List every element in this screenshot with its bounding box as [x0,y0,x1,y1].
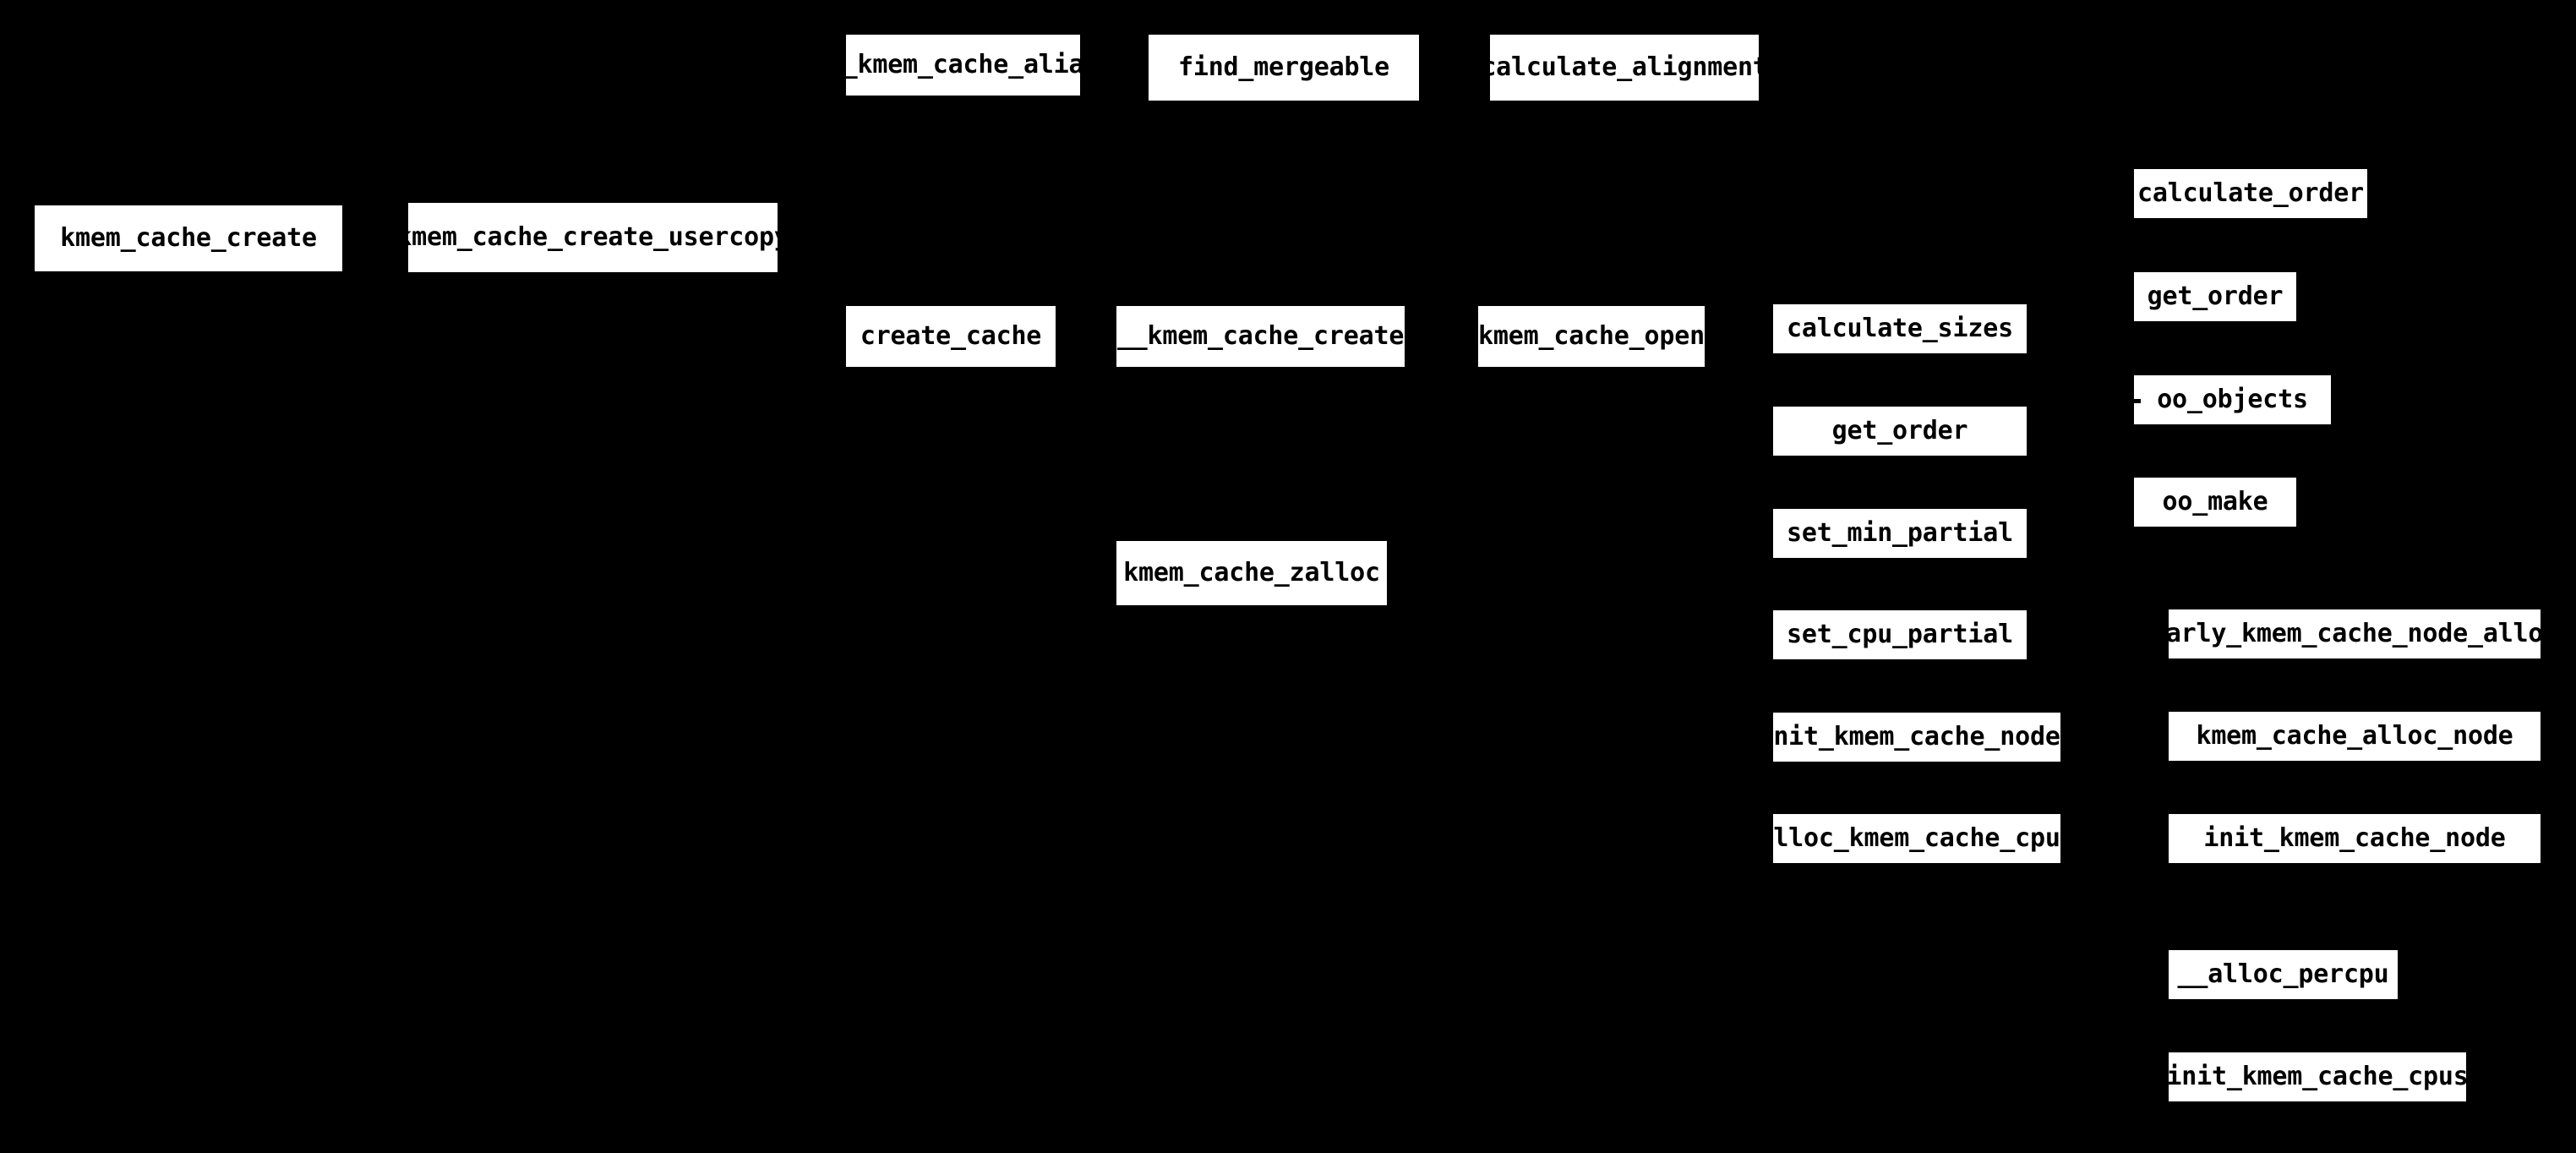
graph-edge [2060,735,2169,738]
graph-node-label: __kmem_cache_alias [827,50,1100,79]
graph-node-get_order_a[interactable]: get_order [1773,407,2027,456]
graph-node-label: init_kmem_cache_cpus [2166,1062,2469,1091]
graph-node-label: kmem_cache_zalloc [1123,558,1380,587]
graph-node-label: get_order [1831,416,1968,445]
graph-node-label: get_order [2147,281,2284,311]
graph-node-label: create_cache [860,321,1042,351]
graph-node-find_mergeable[interactable]: find_mergeable [1149,35,1419,101]
graph-node-alloc_percpu[interactable]: __alloc_percpu [2169,950,2398,999]
graph-edge [2060,838,2169,975]
graph-node-init_kmem_cache_cpus[interactable]: init_kmem_cache_cpus [2166,1052,2469,1101]
graph-node-kmem_cache_create[interactable]: __kmem_cache_create [1116,306,1405,367]
graph-node-label: init_kmem_cache_node [2203,823,2506,853]
graph-node-set_min_partial[interactable]: set_min_partial [1773,509,2027,558]
graph-node-calculate_order[interactable]: calculate_order [2134,169,2367,218]
graph-edge [1116,336,1405,574]
graph-node-kmem_cache_create[interactable]: kmem_cache_create [35,205,342,271]
graph-node-label: oo_objects [2157,385,2308,414]
graph-edge [2060,633,2169,738]
graph-node-init_kmem_cache_nodes[interactable]: init_kmem_cache_nodes [1758,713,2076,762]
graph-node-label: kmem_cache_alloc_node [2196,721,2513,751]
graph-node-kmem_cache_zalloc[interactable]: kmem_cache_zalloc [1116,541,1387,605]
graph-edge [2060,838,2169,1078]
graph-edge [1704,336,1774,636]
graph-edge [2060,736,2169,839]
graph-edge [1704,336,1774,738]
graph-node-get_order_b[interactable]: get_order [2134,272,2296,321]
graph-edge [2026,193,2135,330]
graph-node-init_kmem_cache_node[interactable]: init_kmem_cache_node [2169,814,2541,863]
graph-node-label: find_mergeable [1177,52,1390,82]
graph-node-early_kmem_cache_node_alloc[interactable]: early_kmem_cache_node_alloc [2151,609,2558,658]
graph-node-label: __kmem_cache_create [1116,321,1405,351]
graph-node-kmem_cache_create_usercopy[interactable]: kmem_cache_create_usercopy [396,203,789,272]
graph-node-label: kmem_cache_create_usercopy [396,222,789,252]
graph-edge [1704,336,1774,534]
graph-node-label: set_cpu_partial [1787,620,2013,649]
graph-edge [777,237,847,337]
graph-node-label: calculate_order [2137,178,2364,208]
graph-node-oo_make[interactable]: oo_make [2134,478,2296,527]
graph-node-label: calculate_sizes [1787,314,2013,343]
graph-node-label: init_kmem_cache_nodes [1758,722,2076,751]
graph-node-kmem_cache_open[interactable]: kmem_cache_open [1478,306,1705,367]
graph-node-kmem_cache_alloc_node[interactable]: kmem_cache_alloc_node [2169,712,2541,761]
graph-node-kmem_cache_alias[interactable]: __kmem_cache_alias [827,35,1099,96]
graph-node-calculate_alignment[interactable]: calculate_alignment [1481,35,1768,101]
graph-node-calculate_sizes[interactable]: calculate_sizes [1773,304,2027,353]
graph-node-set_cpu_partial[interactable]: set_cpu_partial [1773,610,2027,659]
graph-node-label: alloc_kmem_cache_cpus [1758,823,2076,853]
graph-node-label: set_min_partial [1787,518,2013,548]
edge-arrow-tick [2129,399,2141,403]
graph-edge [1704,336,1774,839]
graph-node-label: kmem_cache_create [60,223,317,253]
graph-node-alloc_kmem_cache_cpus[interactable]: alloc_kmem_cache_cpus [1758,814,2076,863]
graph-node-label: calculate_alignment [1481,52,1768,82]
graph-node-label: kmem_cache_open [1478,321,1705,351]
graph-node-label: early_kmem_cache_node_alloc [2150,619,2559,648]
graph-node-oo_objects[interactable]: oo_objects [2134,375,2331,424]
graph-node-label: oo_make [2162,487,2268,516]
graph-node-label: __alloc_percpu [2177,959,2389,989]
graph-edge [777,64,847,238]
graph-edge [1704,328,1774,337]
graph-edge [2026,328,2135,503]
graph-node-create_cache[interactable]: create_cache [846,306,1056,367]
